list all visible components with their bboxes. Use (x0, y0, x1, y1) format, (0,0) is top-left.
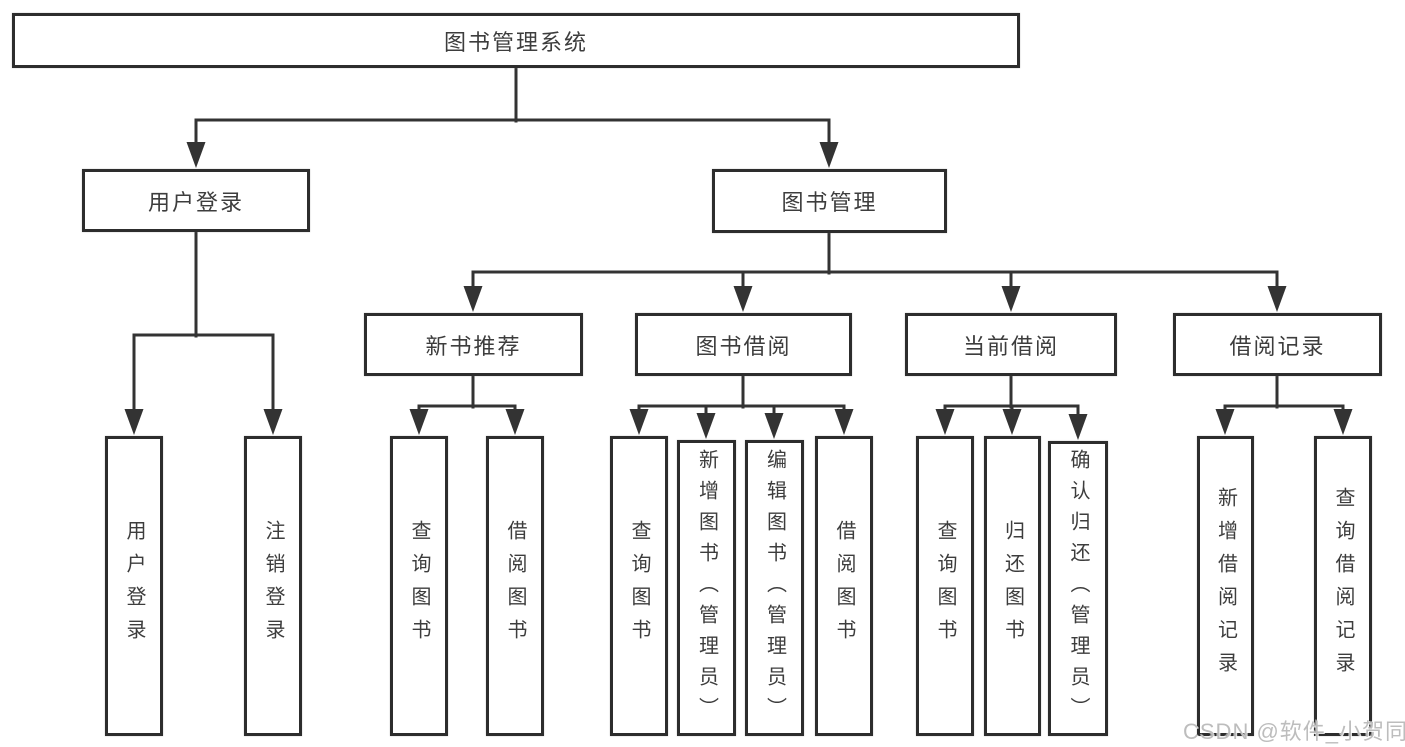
arrowhead-down-icon (935, 409, 955, 435)
node-book-system: 图书管理系统 (12, 13, 1020, 68)
arrowhead-down-icon (463, 286, 483, 312)
leaf-query-books-current: 查询图书 (916, 436, 974, 736)
leaf-borrow-books-recommend-label: 借阅图书 (504, 520, 526, 652)
node-user-login-label: 用户登录 (147, 189, 244, 215)
arrowhead-down-icon (1068, 414, 1088, 440)
leaf-query-books-recommend: 查询图书 (390, 436, 448, 736)
arrowhead-down-icon (1215, 409, 1235, 435)
node-book-borrow-label: 图书借阅 (695, 333, 792, 359)
leaf-query-borrow-record: 查询借阅记录 (1314, 436, 1372, 736)
leaf-logout-label: 注销登录 (262, 520, 284, 652)
node-new-book-recommend-label: 新书推荐 (425, 333, 522, 359)
arrowhead-down-icon (819, 142, 839, 168)
leaf-user-login: 用户登录 (105, 436, 163, 736)
leaf-add-book-admin: 新增图书（管理员） (677, 440, 736, 736)
leaf-add-book-admin-label: 新增图书（管理员） (695, 448, 718, 728)
node-book-management-label: 图书管理 (781, 190, 878, 215)
leaf-borrow-books-label: 借阅图书 (833, 520, 855, 652)
node-new-book-recommend: 新书推荐 (364, 313, 583, 376)
node-borrow-record-label: 借阅记录 (1229, 333, 1326, 359)
arrowhead-down-icon (733, 286, 753, 312)
leaf-borrow-books: 借阅图书 (815, 436, 873, 736)
node-book-borrow: 图书借阅 (635, 313, 852, 376)
arrowhead-down-icon (409, 409, 429, 435)
node-current-borrow-label: 当前借阅 (962, 333, 1059, 359)
leaf-user-login-label: 用户登录 (123, 520, 145, 652)
leaf-query-books-current-label: 查询图书 (934, 520, 956, 652)
leaf-edit-book-admin-label: 编辑图书（管理员） (763, 448, 786, 728)
leaf-query-books-borrow: 查询图书 (610, 436, 668, 736)
leaf-add-borrow-record-label: 新增借阅记录 (1214, 487, 1237, 685)
arrowhead-down-icon (834, 409, 854, 435)
leaf-return-book-label: 归还图书 (1001, 520, 1024, 652)
leaf-query-books-borrow-label: 查询图书 (628, 520, 650, 652)
node-book-system-label: 图书管理系统 (443, 29, 588, 55)
leaf-return-book: 归还图书 (984, 436, 1041, 736)
leaf-confirm-return-admin: 确认归还（管理员） (1048, 441, 1108, 736)
arrowhead-down-icon (1002, 409, 1022, 435)
arrowhead-down-icon (1267, 286, 1287, 312)
arrowhead-down-icon (696, 413, 716, 439)
leaf-query-books-recommend-label: 查询图书 (408, 520, 430, 652)
arrowhead-down-icon (764, 413, 784, 439)
leaf-logout: 注销登录 (244, 436, 302, 736)
arrowhead-down-icon (505, 409, 525, 435)
leaf-add-borrow-record: 新增借阅记录 (1197, 436, 1254, 736)
arrowhead-down-icon (186, 142, 206, 168)
node-user-login: 用户登录 (82, 169, 310, 232)
leaf-query-borrow-record-label: 查询借阅记录 (1332, 487, 1354, 685)
arrowhead-down-icon (263, 409, 283, 435)
node-borrow-record: 借阅记录 (1173, 313, 1382, 376)
leaf-edit-book-admin: 编辑图书（管理员） (745, 440, 804, 736)
arrowhead-down-icon (1001, 286, 1021, 312)
arrowhead-down-icon (629, 409, 649, 435)
arrowhead-down-icon (124, 409, 144, 435)
node-current-borrow: 当前借阅 (905, 313, 1117, 376)
leaf-borrow-books-recommend: 借阅图书 (486, 436, 544, 736)
leaf-confirm-return-admin-label: 确认归还（管理员） (1067, 449, 1089, 728)
arrowhead-down-icon (1333, 409, 1353, 435)
node-book-management: 图书管理 (712, 169, 947, 233)
csdn-watermark: CSDN @软件_小贺同学 (1183, 719, 1405, 744)
